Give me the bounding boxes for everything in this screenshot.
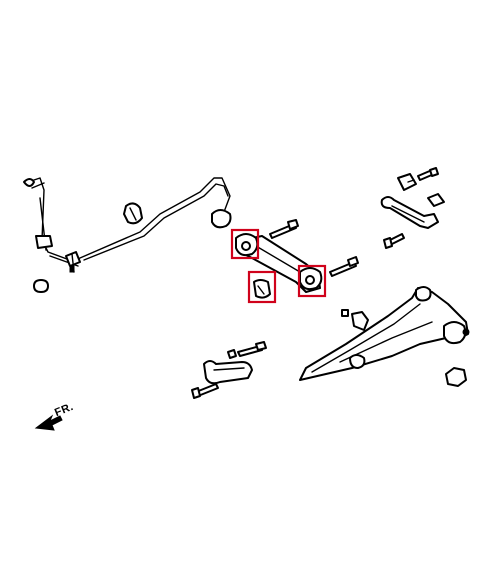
trailing-arm — [299, 286, 469, 381]
trailing-arm-nut — [445, 367, 467, 387]
trailing-arm-hub — [443, 321, 470, 345]
stabilizer-bushing — [123, 202, 143, 225]
lower-link-nut — [227, 349, 237, 359]
separate-bushing — [253, 279, 271, 299]
trailing-arm-bracket — [341, 309, 369, 331]
stabilizer-link — [35, 235, 81, 273]
upper-arm-inner-bolt — [269, 219, 299, 239]
upper-arm-outer-bolt — [329, 256, 359, 277]
upper-arm-inner-bushing — [230, 228, 260, 260]
stabilizer-end-nut — [33, 279, 49, 293]
lower-link-arm — [203, 360, 253, 385]
compensator-bushing — [397, 173, 417, 191]
compensator-lower-bolt — [383, 233, 405, 249]
compensator-bolt — [417, 167, 439, 181]
lower-link-bolt — [237, 341, 267, 357]
compensator-end-bushing — [427, 193, 445, 207]
upper-arm-outer-bushing — [297, 264, 327, 298]
front-direction-arrow-icon — [34, 414, 63, 431]
separate-bushing-highlight — [247, 270, 277, 304]
stabilizer-bar — [23, 177, 232, 267]
lower-link-bolt-2 — [191, 383, 219, 399]
compensator-arm — [380, 196, 439, 229]
